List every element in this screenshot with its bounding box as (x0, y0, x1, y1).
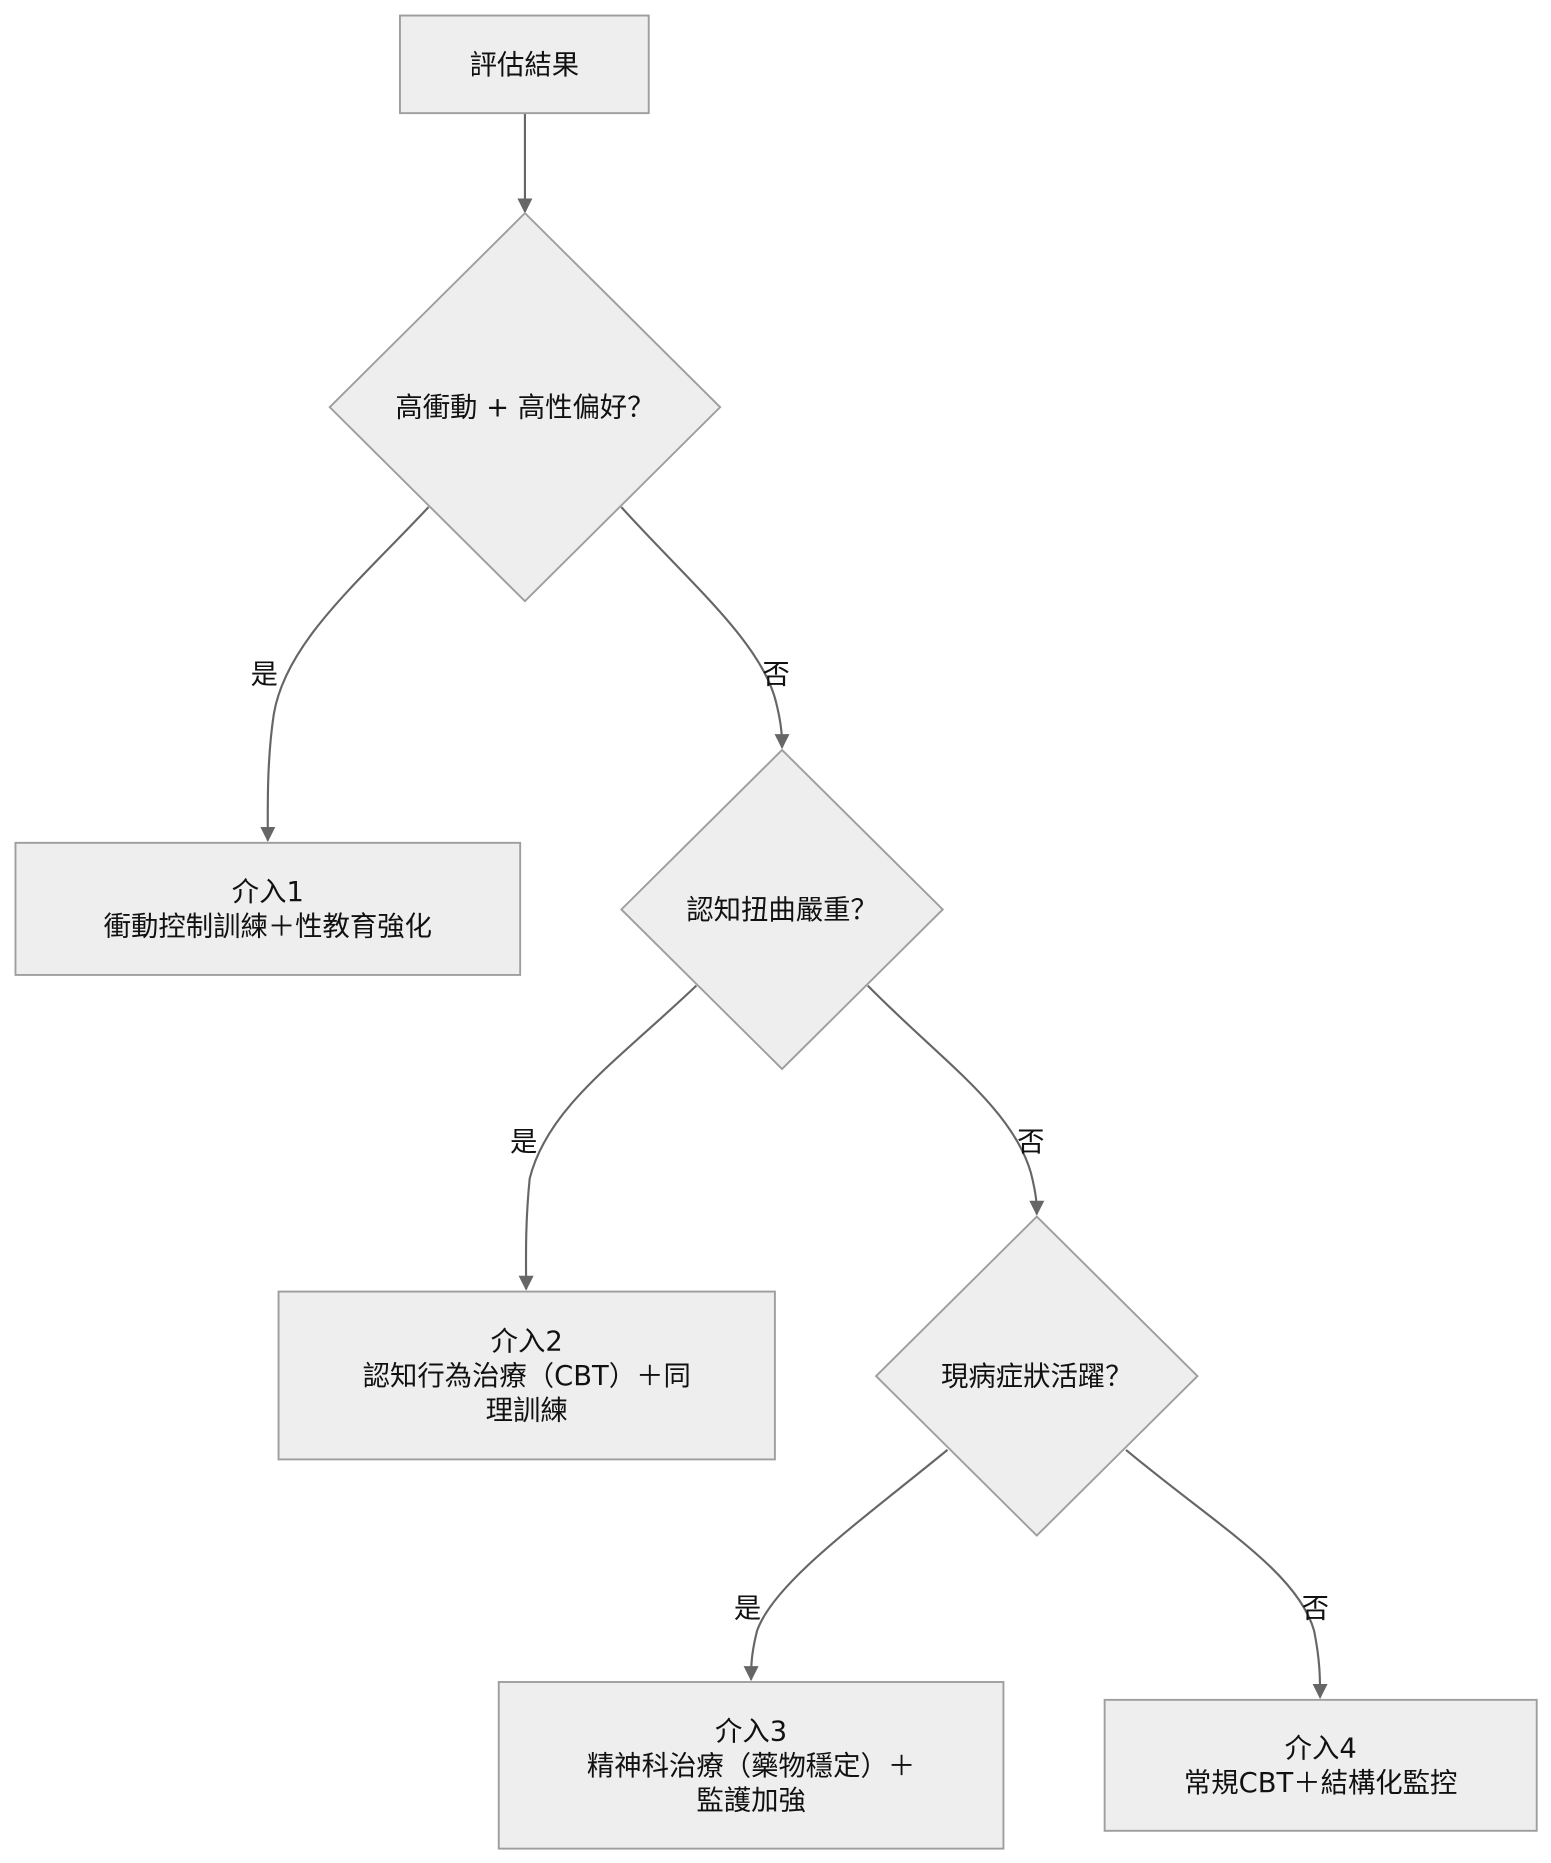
edge-q2-i2 (518, 984, 698, 1291)
node-text: 精神科治療（藥物穩定）＋ (587, 1751, 915, 1782)
edge-label: 是 (251, 659, 278, 690)
node-text: 監護加強 (696, 1785, 805, 1816)
process-node-i3: 介入3 精神科治療（藥物穩定）＋監護加強 (497, 1681, 1005, 1850)
node-text: 介入3 (715, 1716, 787, 1747)
decision-node-q3: 現病症狀活躍？ (874, 1215, 1199, 1537)
edge-label: 是 (734, 1594, 761, 1625)
node-shape (277, 1290, 776, 1461)
edge-label: 是 (510, 1127, 537, 1158)
edge-label: 否 (762, 659, 789, 690)
decision-node-q2: 認知扭曲嚴重？ (620, 748, 945, 1071)
node-text: 衝動控制訓練＋性教育強化 (104, 912, 432, 943)
node-text: 認知扭曲嚴重？ (686, 895, 878, 926)
node-text: 理訓練 (486, 1396, 568, 1427)
edge-q2-q3 (866, 984, 1045, 1216)
node-shape (874, 1215, 1199, 1537)
node-text: 常規CBT＋結構化監控 (1184, 1768, 1457, 1799)
node-text: 介入1 (232, 877, 304, 908)
node-text: 評估結果 (470, 50, 579, 81)
node-text: 認知行為治療（CBT）＋同 (363, 1361, 691, 1392)
edge-q1-i1 (260, 506, 430, 842)
process-node-i1: 介入1 衝動控制訓練＋性教育強化 (14, 841, 522, 976)
decision-node-q1: 高衝動 + 高性偏好？ (328, 211, 722, 603)
node-shape (398, 14, 650, 115)
process-node-start: 評估結果 (398, 14, 650, 115)
node-shape (328, 211, 722, 603)
edge-label: 否 (1302, 1594, 1329, 1625)
edge-q3-i4 (1125, 1449, 1328, 1699)
edge-q3-i3 (743, 1449, 949, 1682)
node-text: 介入4 (1285, 1734, 1357, 1765)
edge-q1-q2 (620, 506, 790, 750)
node-text: 介入2 (491, 1326, 563, 1357)
node-shape (14, 841, 522, 976)
node-text: 現病症狀活躍？ (941, 1362, 1133, 1393)
edge-label: 否 (1017, 1127, 1044, 1158)
node-shape (1103, 1698, 1538, 1832)
node-shape (620, 748, 945, 1071)
node-shape (497, 1681, 1005, 1850)
node-text: 高衝動 + 高性偏好？ (395, 393, 654, 424)
